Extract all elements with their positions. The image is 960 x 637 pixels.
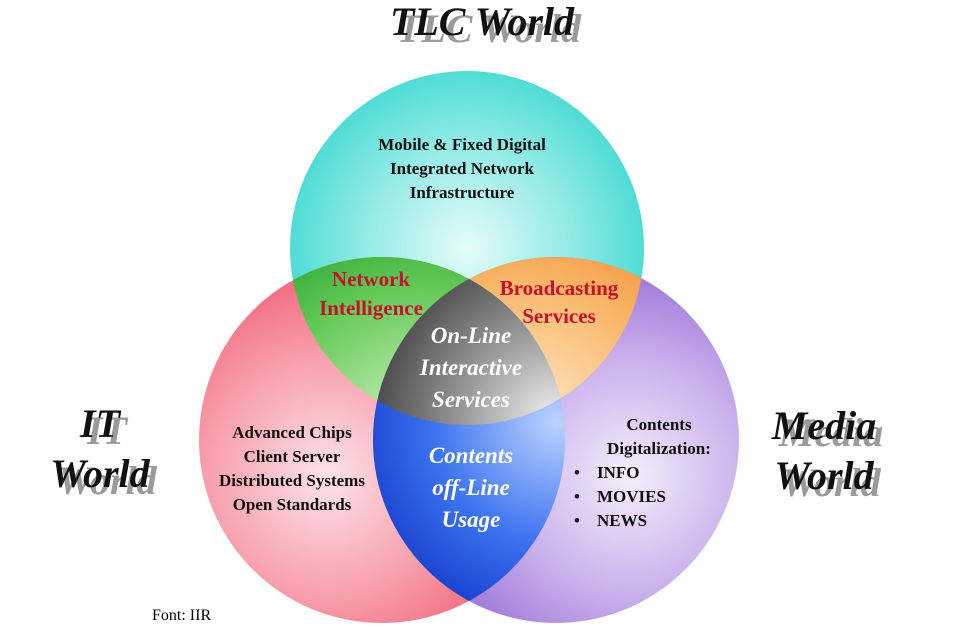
- it-world-shadow-1: IT: [86, 408, 129, 453]
- source-credit: Font: IIR: [152, 607, 211, 624]
- offline-line-1: Contents: [429, 443, 513, 468]
- it-line-2: Client Server: [244, 447, 341, 466]
- media-world-label-1: Media: [771, 403, 876, 448]
- it-line-1: Advanced Chips: [232, 423, 352, 442]
- online-line-3: Services: [432, 387, 510, 412]
- it-region-text: Advanced Chips Client Server Distributed…: [219, 423, 365, 514]
- it-world-title: IT IT World World: [50, 401, 157, 503]
- media-bullet-2: MOVIES: [597, 487, 666, 506]
- online-label: On-Line Interactive Services: [419, 323, 522, 412]
- it-world-label-1: IT: [79, 401, 122, 446]
- network-intelligence-label: Network Intelligence: [319, 267, 423, 320]
- media-world-shadow-1: Media: [778, 410, 883, 455]
- tlc-line-3: Infrastructure: [410, 183, 515, 202]
- broadcasting-label: Broadcasting Services: [500, 276, 619, 328]
- broadcasting-line-1: Broadcasting: [500, 276, 619, 300]
- offline-line-2: off-Line: [432, 475, 510, 500]
- it-line-3: Distributed Systems: [219, 471, 365, 490]
- media-title-1: Contents: [626, 415, 692, 434]
- it-line-4: Open Standards: [233, 495, 352, 514]
- online-line-2: Interactive: [419, 355, 522, 380]
- media-bullet-2-dot: •: [574, 487, 580, 506]
- media-world-label-2: World: [774, 453, 874, 498]
- media-bullet-3-dot: •: [574, 511, 580, 530]
- tlc-world-shadow: TLC World: [397, 6, 582, 51]
- it-world-shadow-2: World: [57, 458, 157, 503]
- offline-label: Contents off-Line Usage: [429, 443, 513, 532]
- media-title-2: Digitalization:: [607, 439, 711, 458]
- media-world-shadow-2: World: [781, 460, 881, 505]
- media-bullet-3: NEWS: [597, 511, 647, 530]
- tlc-line-2: Integrated Network: [390, 159, 535, 178]
- online-line-1: On-Line: [431, 323, 512, 348]
- tlc-region-text: Mobile & Fixed Digital Integrated Networ…: [378, 135, 546, 202]
- media-bullet-1-dot: •: [574, 463, 580, 482]
- media-world-title: Media Media World World: [771, 403, 883, 505]
- offline-line-3: Usage: [442, 507, 501, 532]
- broadcasting-line-2: Services: [522, 304, 595, 328]
- media-bullet-1: INFO: [597, 463, 640, 482]
- network-intelligence-line-2: Intelligence: [319, 296, 423, 320]
- tlc-world-title: TLC World TLC World: [390, 0, 582, 51]
- tlc-world-label: TLC World: [390, 0, 575, 44]
- network-intelligence-line-1: Network: [332, 267, 410, 291]
- tlc-line-1: Mobile & Fixed Digital: [378, 135, 546, 154]
- it-world-label-2: World: [50, 451, 150, 496]
- online-region: [373, 257, 565, 425]
- media-region-text: Contents Digitalization: • INFO • MOVIES…: [574, 415, 711, 530]
